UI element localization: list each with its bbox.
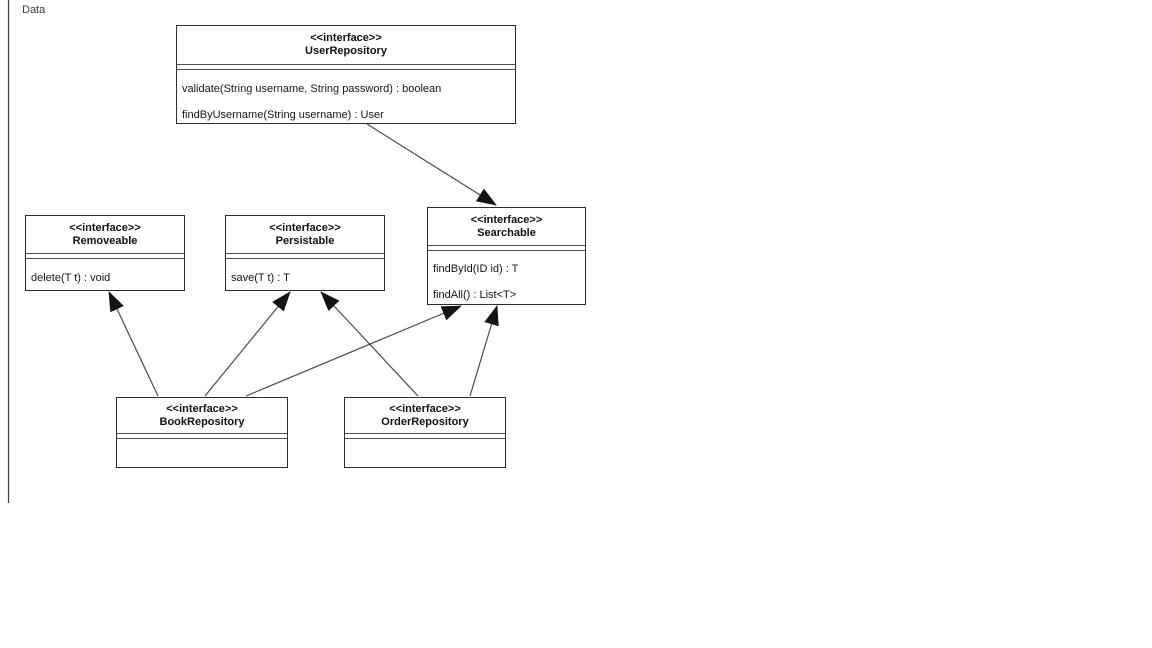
interface-name: Removeable: [72, 234, 138, 247]
methods-compartment: delete(T t) : void: [26, 259, 184, 289]
compartment-separator: [26, 253, 184, 259]
edge-bookrepository-extends-persistable: [204, 291, 291, 397]
method-label: findByUsername(String username) : User: [182, 109, 384, 121]
method-label: delete(T t) : void: [31, 272, 111, 284]
compartment-separator: [428, 245, 585, 251]
compartment-separator: [226, 253, 384, 259]
interface-header: <<interface>> Searchable: [428, 208, 585, 245]
stereotype-label: <<interface>>: [470, 213, 543, 226]
interface-name: Searchable: [477, 226, 536, 239]
edge-bookrepository-extends-searchable: [245, 305, 462, 397]
stereotype-label: <<interface>>: [389, 402, 461, 415]
interface-header: <<interface>> UserRepository: [177, 26, 515, 64]
methods-compartment: validate(String username, String passwor…: [177, 70, 515, 128]
interface-box-searchable[interactable]: <<interface>> Searchable findById(ID id)…: [427, 207, 586, 305]
interface-name: BookRepository: [159, 415, 245, 428]
compartment-separator: [117, 433, 287, 439]
method-label: findAll() : List<T>: [433, 289, 517, 301]
interface-header: <<interface>> Persistable: [226, 216, 384, 253]
compartment-separator: [345, 433, 505, 439]
methods-compartment: findById(ID id) : T findAll() : List<T>: [428, 251, 585, 308]
method-label: save(T t) : T: [231, 272, 290, 284]
compartment-separator: [177, 64, 515, 70]
stereotype-label: <<interface>>: [69, 221, 141, 234]
edge-bookrepository-extends-removeable: [108, 291, 159, 397]
stereotype-label: <<interface>>: [310, 32, 382, 44]
frame-label: Data: [22, 4, 46, 16]
interface-box-removeable[interactable]: <<interface>> Removeable delete(T t) : v…: [25, 215, 185, 291]
interface-box-orderrepository[interactable]: <<interface>> OrderRepository: [344, 397, 506, 468]
edge-orderrepository-extends-persistable: [320, 291, 419, 397]
edge-userrepository-extends-searchable: [366, 123, 497, 206]
stereotype-label: <<interface>>: [166, 402, 238, 415]
method-label: findById(ID id) : T: [433, 263, 519, 275]
interface-box-userrepository[interactable]: <<interface>> UserRepository validate(St…: [176, 25, 516, 124]
interface-name: UserRepository: [305, 45, 387, 57]
interface-header: <<interface>> Removeable: [26, 216, 184, 253]
interface-name: Persistable: [275, 234, 335, 247]
interface-box-bookrepository[interactable]: <<interface>> BookRepository: [116, 397, 288, 468]
interface-name: OrderRepository: [381, 415, 469, 428]
method-label: validate(String username, String passwor…: [182, 83, 442, 95]
interface-header: <<interface>> OrderRepository: [345, 398, 505, 433]
stereotype-label: <<interface>>: [269, 221, 341, 234]
interface-header: <<interface>> BookRepository: [117, 398, 287, 433]
methods-compartment: save(T t) : T: [226, 259, 384, 289]
interface-box-persistable[interactable]: <<interface>> Persistable save(T t) : T: [225, 215, 385, 291]
edge-orderrepository-extends-searchable: [469, 305, 499, 397]
